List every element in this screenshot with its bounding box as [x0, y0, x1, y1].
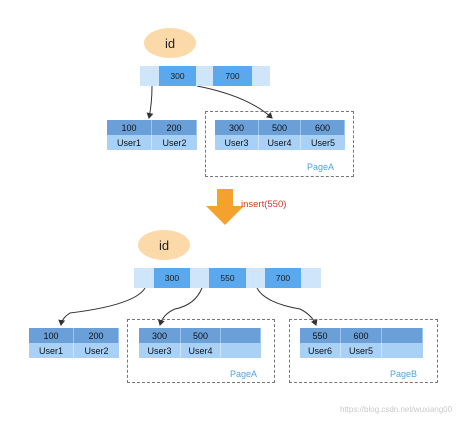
leaf-row-value: User3 — [139, 343, 181, 358]
bottom-id-label: id — [158, 237, 170, 253]
top-edge-left — [146, 85, 154, 119]
insert-arrow-icon — [206, 189, 244, 225]
leaf-key: 600 — [341, 328, 382, 343]
leaf-row-value: User1 — [29, 343, 74, 358]
root-key: 550 — [209, 268, 246, 288]
leaf-row-value-empty — [221, 343, 261, 358]
leaf-row-value: User5 — [341, 343, 382, 358]
leaf-key: 200 — [74, 328, 119, 343]
bottom-mid-leaf: 300 500 User3 User4 — [139, 328, 261, 358]
bottom-page-b-frame — [289, 319, 438, 383]
root-pointer-slot — [252, 66, 270, 86]
root-pointer-slot — [140, 66, 159, 86]
leaf-row-value-empty — [382, 343, 423, 358]
leaf-row-value: User4 — [259, 135, 301, 150]
root-pointer-slot — [190, 268, 209, 288]
root-pointer-slot — [134, 268, 154, 288]
leaf-key: 100 — [29, 328, 74, 343]
root-pointer-slot — [301, 268, 321, 288]
leaf-key: 300 — [215, 120, 259, 135]
bottom-page-a-label: PageA — [230, 369, 258, 379]
leaf-key-empty — [382, 328, 423, 343]
bottom-page-a-frame — [127, 319, 275, 383]
root-key: 700 — [213, 66, 252, 86]
leaf-row-value: User3 — [215, 135, 259, 150]
bottom-right-leaf: 550 600 User6 User5 — [300, 328, 423, 358]
top-page-a-frame — [205, 111, 354, 177]
top-id-bubble: id — [144, 28, 196, 58]
leaf-row-value: User2 — [152, 135, 197, 150]
leaf-row-value: User2 — [74, 343, 119, 358]
root-pointer-slot — [246, 268, 265, 288]
leaf-key: 200 — [152, 120, 197, 135]
leaf-key: 500 — [181, 328, 221, 343]
root-key: 300 — [154, 268, 190, 288]
root-key: 300 — [159, 66, 196, 86]
leaf-row-value: User6 — [300, 343, 341, 358]
leaf-key-empty — [221, 328, 261, 343]
bottom-id-bubble: id — [138, 230, 190, 260]
root-key: 700 — [265, 268, 301, 288]
bottom-root-node: 300 550 700 — [134, 268, 321, 288]
leaf-key: 100 — [107, 120, 152, 135]
leaf-row-value: User5 — [301, 135, 345, 150]
root-pointer-slot — [196, 66, 213, 86]
top-root-node: 300 700 — [140, 66, 270, 86]
bottom-left-leaf: 100 200 User1 User2 — [29, 328, 119, 358]
top-edge-right — [196, 85, 273, 119]
top-id-label: id — [164, 35, 176, 51]
leaf-key: 550 — [300, 328, 341, 343]
top-page-a-label: PageA — [307, 162, 335, 172]
bottom-page-b-label: PageB — [390, 369, 418, 379]
bottom-edge-left — [58, 287, 146, 326]
leaf-key: 300 — [139, 328, 181, 343]
leaf-key: 500 — [259, 120, 301, 135]
top-left-leaf: 100 200 User1 User2 — [107, 120, 197, 150]
insert-label: insert(550) — [241, 199, 287, 210]
top-right-leaf: 300 500 600 User3 User4 User5 — [215, 120, 345, 150]
leaf-key: 600 — [301, 120, 345, 135]
leaf-row-value: User1 — [107, 135, 152, 150]
watermark: https://blog.csdn.net/wuxiang00 — [340, 405, 453, 414]
leaf-row-value: User4 — [181, 343, 221, 358]
